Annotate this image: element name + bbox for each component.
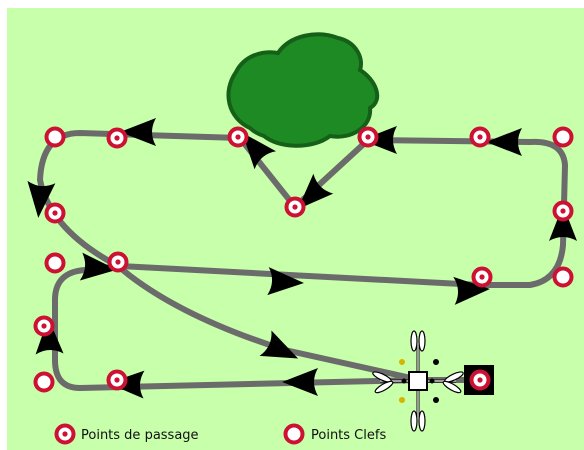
- tree-icon: [226, 32, 380, 148]
- waypoint-pass-icon: [106, 127, 128, 149]
- waypoint-key-icon: [44, 126, 66, 148]
- waypoint-pass-icon: [471, 266, 493, 288]
- direction-arrow: [242, 132, 277, 170]
- direction-arrow: [79, 252, 117, 281]
- waypoint-key-icon: [552, 126, 574, 148]
- direction-arrow: [297, 173, 334, 210]
- legend-pass-label: Points de passage: [81, 428, 199, 443]
- waypoint-key-icon: [552, 266, 574, 288]
- direction-arrow: [27, 180, 56, 218]
- waypoint-pass-icon: [106, 369, 128, 391]
- waypoint-key-icon: [283, 423, 305, 445]
- waypoint-pass-icon: [107, 251, 129, 273]
- direction-arrow: [267, 267, 304, 296]
- waypoint-pass-icon: [284, 196, 306, 218]
- waypoint-pass-icon: [33, 315, 55, 337]
- start-marker: [464, 365, 494, 395]
- waypoint-pass-icon: [44, 202, 66, 224]
- direction-arrow: [486, 128, 522, 156]
- legend-key-label: Points Clefs: [311, 428, 386, 443]
- waypoint-pass-icon: [227, 126, 249, 148]
- waypoints-group: [33, 126, 574, 391]
- waypoint-pass-icon: [469, 126, 491, 148]
- waypoint-key-icon: [44, 252, 66, 274]
- direction-arrow: [35, 318, 64, 355]
- waypoint-pass-icon: [552, 200, 574, 222]
- key-points-group: [33, 126, 574, 393]
- direction-arrow: [259, 330, 299, 359]
- direction-arrow: [549, 205, 577, 241]
- waypoint-pass-icon: [357, 126, 379, 148]
- waypoint-pass-icon: [54, 423, 76, 445]
- direction-arrow: [361, 126, 397, 154]
- direction-arrow: [282, 368, 318, 396]
- direction-arrows: [27, 118, 577, 399]
- direction-arrow: [453, 276, 490, 305]
- drone-icon: [372, 330, 464, 432]
- direction-arrow: [120, 118, 156, 146]
- legend: Points de passage Points Clefs: [54, 423, 386, 445]
- waypoint-key-icon: [33, 371, 55, 393]
